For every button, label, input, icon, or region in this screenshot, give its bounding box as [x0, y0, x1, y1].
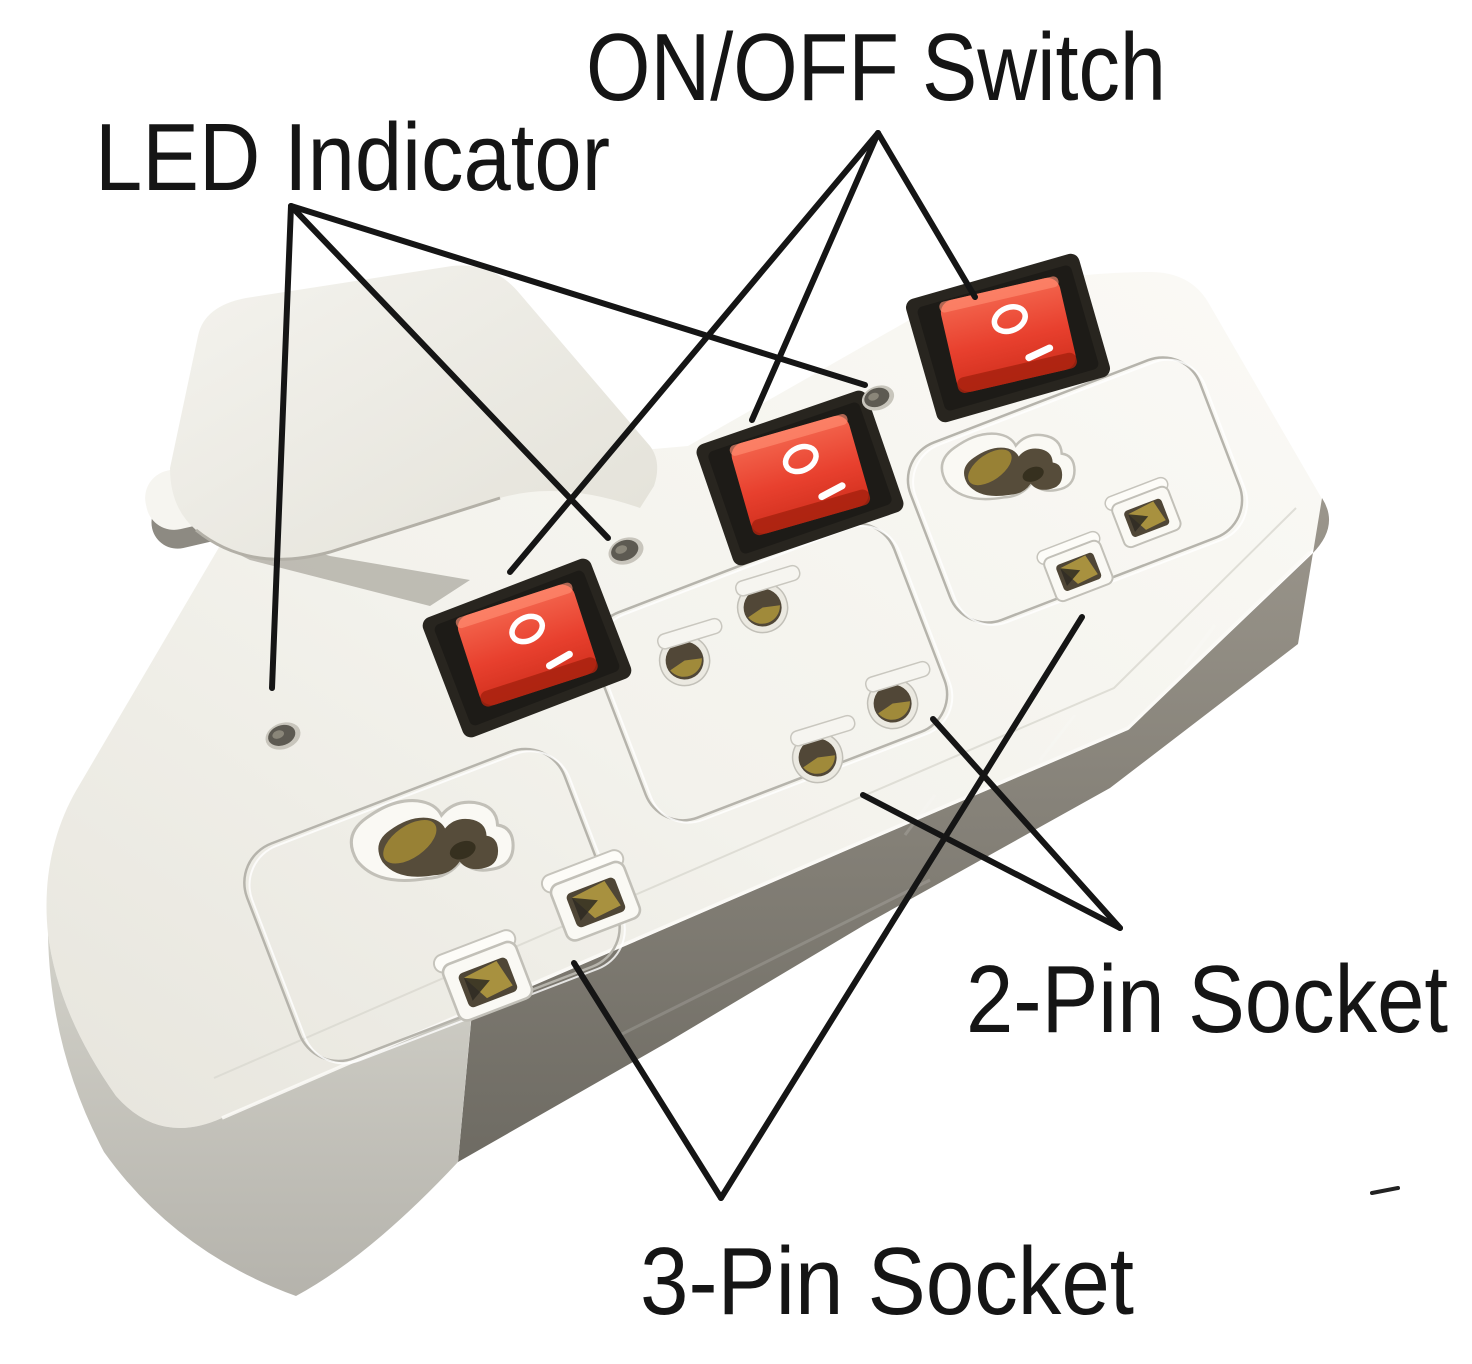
- label-2-pin-socket: 2-Pin Socket: [966, 946, 1448, 1053]
- two-pin-socket-lines: [860, 716, 1123, 931]
- three-pin-socket-lines: [571, 614, 1085, 1201]
- stray-mark: [1370, 1186, 1400, 1195]
- side-embossing: [619, 624, 1217, 1037]
- right-side-face: [458, 498, 1330, 1162]
- label-led-indicator: LED Indicator: [95, 104, 610, 211]
- stem-bottom-edge: [195, 496, 501, 561]
- front-side-face: [48, 934, 472, 1296]
- led-indicator-lines: [269, 203, 868, 691]
- stem-body: [170, 265, 658, 560]
- label-on-off-switch: ON/OFF Switch: [586, 14, 1166, 121]
- label-3-pin-socket: 3-Pin Socket: [640, 1228, 1134, 1335]
- face-groove-line: [213, 507, 1297, 1079]
- annotation-lines: [269, 130, 1123, 1201]
